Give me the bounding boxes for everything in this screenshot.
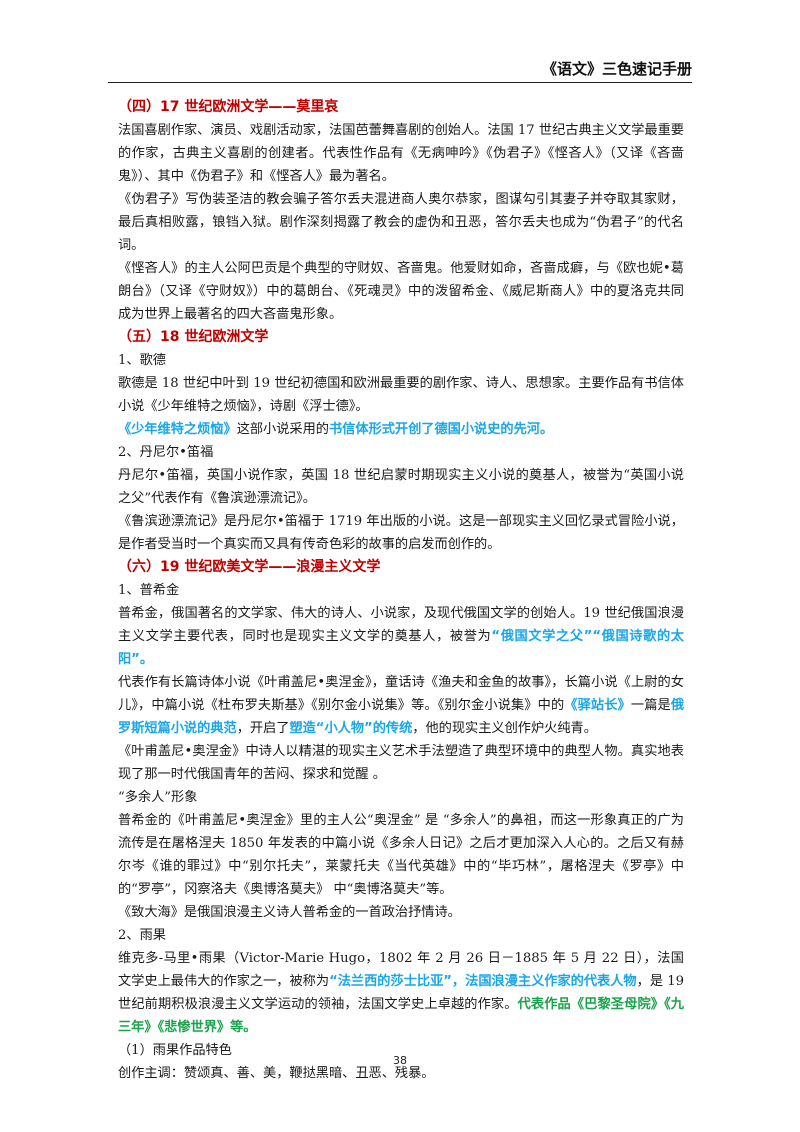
hugo-intro-text-2: ，是 19 世纪前期积极浪漫主义文学运动的领袖，法国文学史上卓越的作家。 [118,974,684,1012]
superfluous-man-title: “多余人”形象 [118,790,198,805]
pushkin-works: 代表作有长篇诗体小说《叶甫盖尼•奥涅金》，童话诗《渔夫和金鱼的故事》，长篇小说《… [118,671,684,740]
onegin-paragraph: 《叶甫盖尼•奥涅金》中诗人以精湛的现实主义艺术手法塑造了典型环境中的典型人物。真… [118,744,684,782]
section-heading-17th-century: （四）17 世纪欧洲文学——莫里哀 [118,99,339,115]
pushkin-works-text-2: 一篇是 [630,698,671,713]
page-header: 《语文》三色速记手册 [108,52,692,83]
pushkin-title: 1、普希金 [118,583,180,598]
superfluous-man-paragraph: 普希金的《叶甫盖尼•奥涅金》里的主人公“奥涅金” 是 “多余人”的鼻祖，而这一形… [118,813,684,897]
defoe-intro: 丹尼尔•笛福，英国小说作家，英国 18 世纪启蒙时期现实主义小说的奠基人，被誉为… [118,468,684,506]
werther-paragraph: 《少年维特之烦恼》这部小说采用的书信体形式开创了德国小说史的先河。 [118,418,684,441]
tartuffe-paragraph: 《伪君子》写伪装圣洁的教会骗子答尔丢夫混进商人奥尔恭家，图谋勾引其妻子并夺取其家… [118,192,684,253]
hugo-intro: 维克多-马里•雨果（Victor-Marie Hugo，1802 年 2 月 2… [118,947,684,1039]
goethe-paragraph: 歌德是 18 世纪中叶到 19 世纪初德国和欧洲最重要的剧作家、诗人、思想家。主… [118,376,684,414]
short-story-model-highlight: 俄罗斯短篇小说的典范 [118,698,685,736]
hugo-intro-text: 维克多-马里•雨果（Victor-Marie Hugo，1802 年 2 月 2… [118,951,684,989]
pushkin-works-text-4: ，他的现实主义创作炉火纯青。 [412,721,597,736]
robinson-paragraph: 《鲁滨逊漂流记》是丹尼尔•笛福于 1719 年出版的小说。这是一部现实主义回忆录… [118,514,684,552]
defoe-title: 2、丹尼尔•笛福 [118,445,214,460]
header-title: 《语文》三色速记手册 [541,60,692,78]
moliere-intro: 法国喜剧作家、演员、戏剧活动家，法国芭蕾舞喜剧的创始人。法国 17 世纪古典主义… [118,123,684,184]
pushkin-works-text-3: ，开启了 [236,721,290,736]
to-the-sea-paragraph: 《致大海》是俄国浪漫主义诗人普希金的一首政治抒情诗。 [118,905,461,920]
hugo-features-title: （1）雨果作品特色 [118,1043,232,1058]
werther-title-highlight: 《少年维特之烦恼》 [118,422,237,437]
hugo-title: 2、雨果 [118,928,166,943]
werther-highlight: 书信体形式开创了德国小说史的先河。 [329,422,554,437]
pushkin-title-highlight: “俄国文学之父”“俄国诗歌的太阳”。 [118,629,684,667]
hugo-title-highlight: “法兰西的莎士比亚”，法国浪漫主义作家的代表人物 [329,974,637,989]
werther-text: 这部小说采用的 [236,422,329,437]
hugo-theme: 创作主调：赞颂真、善、美，鞭挞黑暗、丑恶、残暴。 [118,1066,435,1081]
pushkin-works-text: 代表作有长篇诗体小说《叶甫盖尼•奥涅金》，童话诗《渔夫和金鱼的故事》，长篇小说《… [118,675,684,713]
page-content: （四）17 世纪欧洲文学——莫里哀 法国喜剧作家、演员、戏剧活动家，法国芭蕾舞喜… [118,96,684,1085]
stationmaster-highlight: 《驿站长》 [564,698,631,713]
pushkin-intro: 普希金，俄国著名的文学家、伟大的诗人、小说家，及现代俄国文学的创始人。19 世纪… [118,602,684,671]
hugo-works-highlight: 代表作品《巴黎圣母院》《九三年》《悲惨世界》等。 [118,997,684,1035]
miser-paragraph: 《悭吝人》的主人公阿巴贡是个典型的守财奴、吝啬鬼。他爱财如命，吝啬成癖，与《欧也… [118,261,684,322]
pushkin-intro-text: 普希金，俄国著名的文学家、伟大的诗人、小说家，及现代俄国文学的创始人。19 世纪… [118,606,684,644]
goethe-title: 1、歌德 [118,353,166,368]
section-heading-19th-century: （六）19 世纪欧美文学——浪漫主义文学 [118,559,381,575]
little-man-highlight: 塑造“小人物”的传统 [289,721,413,736]
page-number: 38 [393,1054,407,1067]
section-heading-18th-century: （五）18 世纪欧洲文学 [118,329,269,345]
